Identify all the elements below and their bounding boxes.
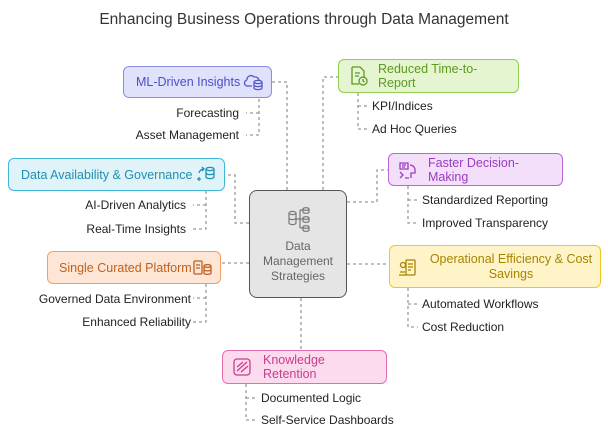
node-single-curated-platform-label: Single Curated Platform — [59, 260, 192, 275]
link-report-items — [357, 93, 368, 130]
node-reduced-time-to-report-label: Reduced Time-to-Report — [378, 62, 478, 90]
sub-automated-workflows: Automated Workflows — [422, 297, 539, 311]
link-report — [322, 76, 338, 190]
sub-kpi-indices: KPI/Indices — [372, 99, 433, 113]
sub-enhanced-reliability: Enhanced Reliability — [82, 315, 191, 329]
node-knowledge-retention-label: Knowledge Retention — [263, 353, 325, 381]
report-clock-icon — [351, 66, 368, 86]
platform-database-icon — [193, 259, 212, 275]
diagram-title: Enhancing Business Operations through Da… — [99, 11, 509, 28]
sub-self-service-dashboards: Self-Service Dashboards — [261, 413, 394, 427]
node-faster-decision-making-label: Faster Decision-Making — [428, 155, 519, 184]
node-data-availability-governance: Data Availability & Governance — [8, 158, 225, 191]
sub-cost-reduction: Cost Reduction — [422, 320, 505, 334]
decision-icon — [399, 161, 416, 179]
sub-governed-data-environment: Governed Data Environment — [38, 292, 191, 306]
cost-savings-icon — [399, 258, 416, 276]
node-single-curated-platform: Single Curated Platform — [47, 251, 221, 284]
sub-ai-driven-analytics: AI-Driven Analytics — [85, 198, 186, 212]
link-decision — [347, 169, 388, 203]
node-data-availability-governance-label: Data Availability & Governance — [21, 167, 193, 182]
link-ml — [272, 81, 288, 190]
sub-improved-transparency: Improved Transparency — [422, 216, 549, 230]
link-decision-items — [407, 186, 418, 224]
link-availability-items — [193, 191, 207, 230]
sub-forecasting: Forecasting — [176, 106, 239, 120]
node-ml-driven-insights: ML-Driven Insights — [123, 66, 272, 98]
knowledge-icon — [233, 358, 251, 376]
node-ml-driven-insights-label: ML-Driven Insights — [136, 75, 241, 89]
link-knowledge-items — [245, 384, 257, 421]
data-network-icon — [288, 207, 310, 232]
node-operational-efficiency-label: Operational Efficiency & Cost Savings — [429, 251, 593, 281]
link-ml-items — [246, 99, 260, 136]
center-node: Data Management Strategies — [249, 190, 347, 298]
database-sync-icon — [197, 166, 215, 181]
node-reduced-time-to-report: Reduced Time-to-Report — [338, 59, 519, 93]
sub-documented-logic: Documented Logic — [261, 391, 362, 405]
sub-real-time-insights: Real-Time Insights — [86, 222, 186, 236]
sub-ad-hoc-queries: Ad Hoc Queries — [372, 122, 457, 136]
sub-asset-management: Asset Management — [135, 128, 239, 142]
sub-standardized-reporting: Standardized Reporting — [422, 193, 549, 207]
link-availability — [225, 174, 249, 224]
center-node-label: Data Management Strategies — [262, 239, 334, 283]
link-platform-items — [193, 284, 207, 323]
link-efficiency-items — [407, 288, 418, 328]
node-faster-decision-making: Faster Decision-Making — [388, 153, 563, 186]
node-operational-efficiency: Operational Efficiency & Cost Savings — [389, 245, 601, 288]
brain-database-icon — [243, 75, 263, 91]
node-knowledge-retention: Knowledge Retention — [222, 350, 387, 384]
